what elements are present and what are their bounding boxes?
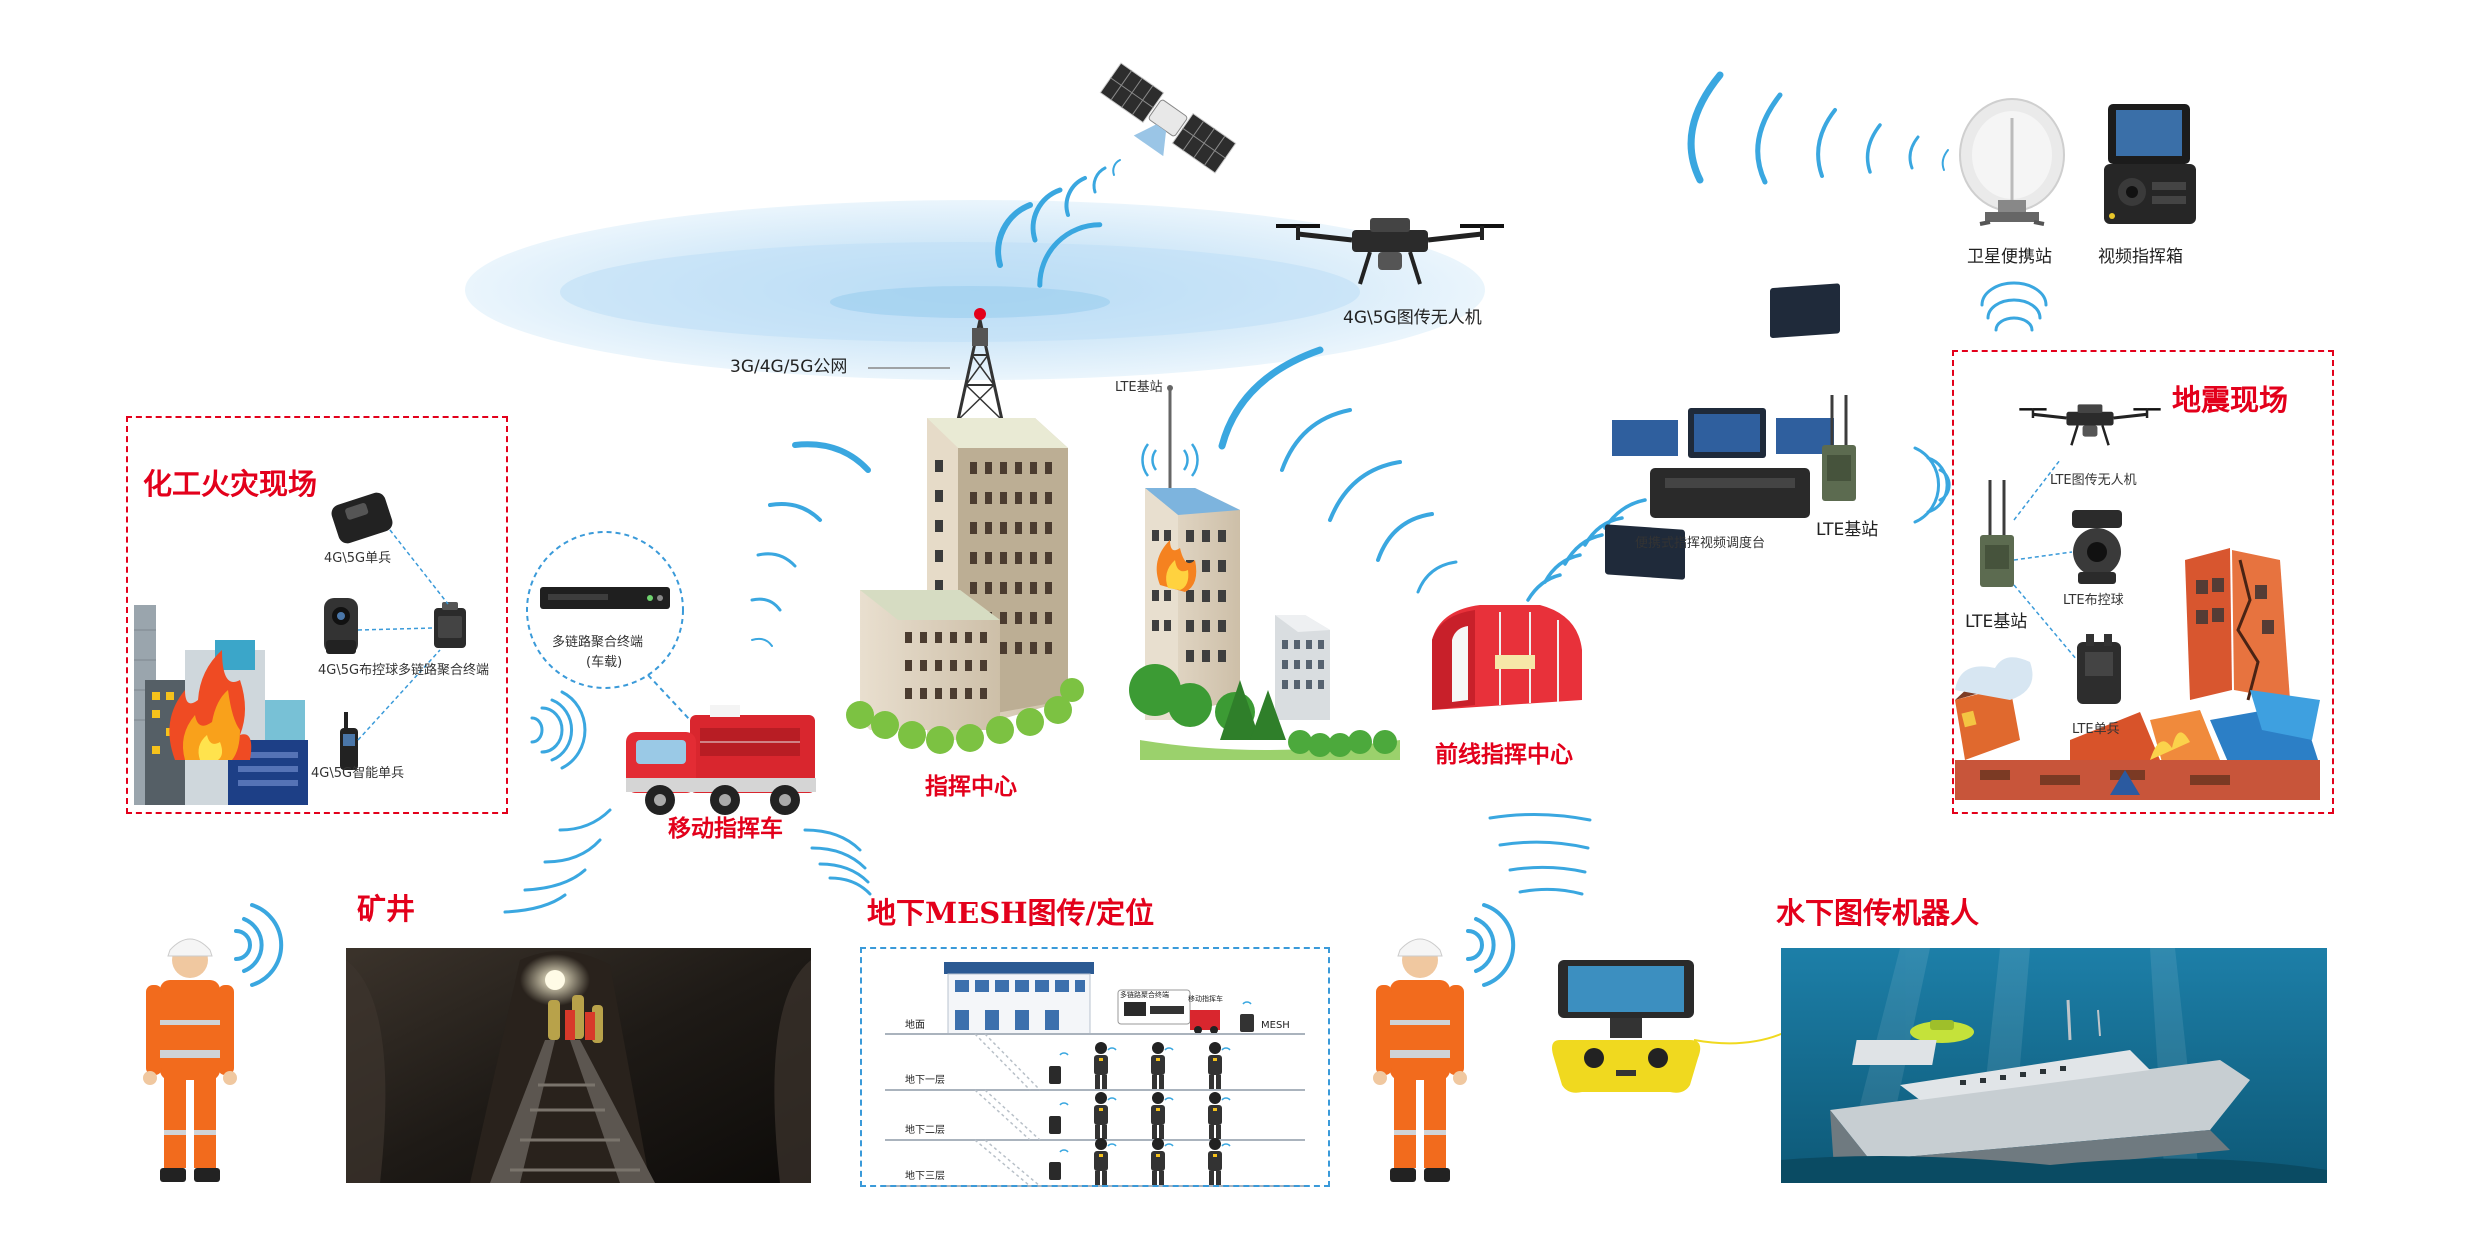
earthquake-title: 地震现场 xyxy=(2172,383,2289,417)
sat-station-wave-icon xyxy=(1687,71,1949,185)
device-connector-lines xyxy=(357,529,449,741)
firefighter-right-icon xyxy=(1372,938,1468,1183)
collapsed-buildings-icon xyxy=(1955,548,2320,800)
chemical-plant-icon xyxy=(134,605,308,805)
video-command-box-icon xyxy=(2104,104,2196,224)
earthquake-connector-lines xyxy=(2013,459,2078,661)
earthquake-ptz-icon xyxy=(2072,510,2122,584)
earthquake-soldier-device-icon xyxy=(2077,634,2121,704)
smart-soldier-label: 4G\5G智能单兵 xyxy=(311,766,405,781)
portable-console-icon xyxy=(1605,283,1840,580)
firefighter-right-wave-icon xyxy=(1466,903,1516,987)
ptz-ball-device-icon xyxy=(324,598,358,654)
lte-soldier-label: LTE单兵 xyxy=(2072,722,2120,737)
mobile-vehicle-label: 移动指挥车 xyxy=(668,815,783,842)
multilink-terminal-bubble-sub: (车载) xyxy=(586,655,623,670)
public-net-label: 3G/4G/5G公网 xyxy=(730,357,848,377)
lte-building xyxy=(1129,385,1400,760)
underwater-link-wave-icon xyxy=(1488,812,1592,896)
drone-link-wave-icon xyxy=(1218,346,1324,450)
sat-portable-station-icon xyxy=(1959,98,2065,226)
mine-link-wave-icon xyxy=(503,808,612,914)
fire-link-wave-icon xyxy=(530,690,587,770)
mine-title: 矿井 xyxy=(357,892,416,926)
mesh-link-wave-icon xyxy=(803,828,872,896)
lte-drone-label: LTE图传无人机 xyxy=(2050,473,2137,488)
drone-5g-label: 4G\5G图传无人机 xyxy=(1343,308,1482,328)
multilink-terminal-bubble-label: 多链路聚合终端 xyxy=(552,635,644,650)
underwater-photo xyxy=(1781,948,2327,1183)
lte-ptz-label: LTE布控球 xyxy=(2063,593,2124,608)
mesh-b3-label: 地下三层 xyxy=(905,1171,945,1182)
mesh-ground-label: 地面 xyxy=(905,1020,925,1031)
ptz-ball-label: 4G\5G布控球 xyxy=(318,663,399,678)
sat-station-label: 卫星便携站 xyxy=(1967,247,2052,267)
chemical-fire-title: 化工火灾现场 xyxy=(143,467,318,501)
earthquake-lte-wave-icon xyxy=(1913,446,1951,524)
video-box-label: 视频指挥箱 xyxy=(2098,247,2183,267)
mesh-title: 地下MESH图传/定位 xyxy=(867,896,1155,930)
mesh-box-label-2: 移动指挥车 xyxy=(1188,995,1223,1003)
satellite-icon xyxy=(1099,62,1237,174)
mesh-b1-label: 地下一层 xyxy=(905,1075,945,1086)
mesh-box-label-1: 多链路聚合终端 xyxy=(1120,991,1169,999)
mesh-terminal-label: MESH xyxy=(1261,1020,1290,1031)
chemical-fire-box xyxy=(126,416,508,814)
frontline-center-label: 前线指挥中心 xyxy=(1435,741,1573,768)
frontline-link-wave-icon xyxy=(1280,408,1458,594)
mesh-b2-label: 地下二层 xyxy=(905,1125,945,1136)
mesh-diagram xyxy=(885,962,1305,1187)
portable-console-label: 便携式指挥视频调度台 xyxy=(1635,536,1766,551)
fire-multilink-terminal-label: 多链路聚合终端 xyxy=(398,663,490,678)
earthquake-lte-station-icon xyxy=(1980,480,2014,587)
portable-lte-station-icon xyxy=(1822,395,1856,501)
earthquake-uplink-wave-icon xyxy=(1980,281,2048,332)
console-link-wave-icon xyxy=(1526,498,1647,602)
lte-station-top-label: LTE基站 xyxy=(1115,380,1163,395)
multilink-terminal-icon xyxy=(434,602,466,648)
signal-tower-icon xyxy=(956,308,1004,421)
firefighter-left-wave-icon xyxy=(234,903,284,987)
single-soldier-label: 4G\5G单兵 xyxy=(324,551,392,566)
smart-soldier-device-icon xyxy=(340,712,358,770)
satellite-wave-icon xyxy=(995,159,1121,288)
earthquake-box xyxy=(1952,350,2334,814)
frontline-tent-icon xyxy=(1432,605,1582,710)
multilink-terminal-bubble xyxy=(526,531,691,721)
underwater-title: 水下图传机器人 xyxy=(1776,896,1980,930)
mesh-box xyxy=(860,947,1330,1187)
portable-lte-station-label: LTE基站 xyxy=(1816,520,1879,540)
command-center-label: 指挥中心 xyxy=(925,773,1017,800)
underwater-controller-icon xyxy=(1552,960,1701,1093)
vehicle-link-wave-icon xyxy=(750,441,871,647)
coverage-ellipse xyxy=(465,200,1485,380)
command-center-buildings xyxy=(846,418,1084,754)
mobile-command-vehicle-icon xyxy=(626,705,816,815)
firefighter-left-icon xyxy=(142,938,238,1183)
earthquake-lte-station-label: LTE基站 xyxy=(1965,612,2028,632)
mine-photo xyxy=(346,948,811,1183)
single-soldier-device-icon xyxy=(331,492,393,544)
